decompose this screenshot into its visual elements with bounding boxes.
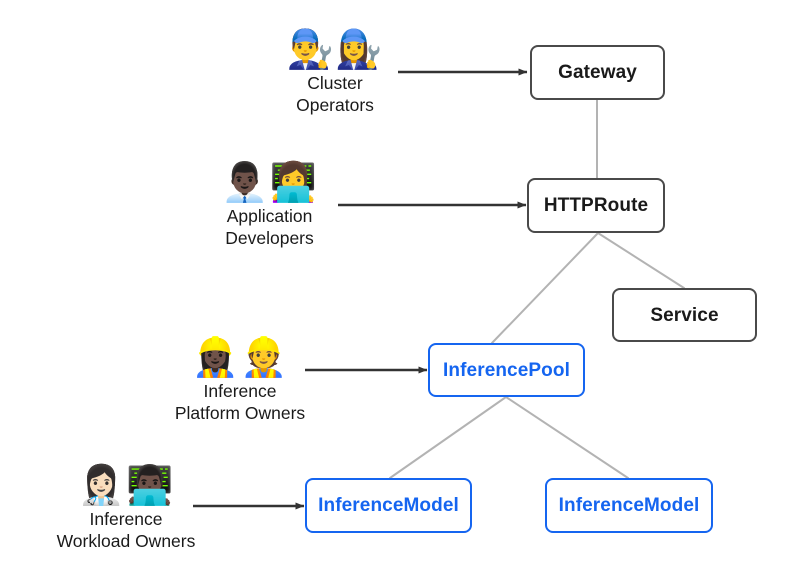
node-httproute[interactable]: HTTPRoute (527, 178, 665, 233)
edge-inferencepool-to-inferencemodel1 (389, 396, 507, 479)
persona-arrows (193, 68, 528, 510)
persona-label-line1: Application (226, 205, 313, 226)
node-inferencemodel1[interactable]: InferenceModel (305, 478, 472, 533)
persona-label-line2: Developers (225, 227, 314, 248)
node-service[interactable]: Service (612, 288, 757, 342)
edge-httproute-to-service (597, 232, 685, 289)
persona-label-line2: Operators (296, 94, 374, 115)
node-label: InferenceModel (318, 495, 459, 516)
persona-label-line1: Inference (89, 508, 163, 529)
node-label: HTTPRoute (543, 195, 649, 216)
node-inferencepool[interactable]: InferencePool (428, 343, 585, 397)
edge-httproute-to-inferencepool (491, 232, 599, 344)
persona-label-line2: Workload Owners (56, 530, 196, 551)
persona-label-line1: Cluster (307, 72, 363, 93)
node-gateway[interactable]: Gateway (530, 45, 665, 100)
mechanic-pair-icon: 👨‍🔧👩‍🔧 (286, 27, 384, 71)
node-label: InferenceModel (558, 495, 700, 516)
construction-worker-pair-icon: 👷🏿‍♀️👷 (191, 335, 289, 379)
persona-label-line1: Inference (203, 380, 277, 401)
persona-label-line2: Platform Owners (174, 402, 306, 423)
node-inferencemodel2[interactable]: InferenceModel (545, 478, 713, 533)
office-worker-technologist-pair-icon: 👨🏿‍💼👩‍💻 (221, 160, 318, 204)
edge-inferencepool-to-inferencemodel2 (505, 396, 629, 479)
health-worker-technologist-pair-icon: 👩🏻‍⚕️👨🏿‍💻 (77, 463, 175, 507)
node-label: Service (650, 304, 719, 326)
node-label: Gateway (558, 62, 637, 83)
node-label: InferencePool (443, 359, 570, 381)
